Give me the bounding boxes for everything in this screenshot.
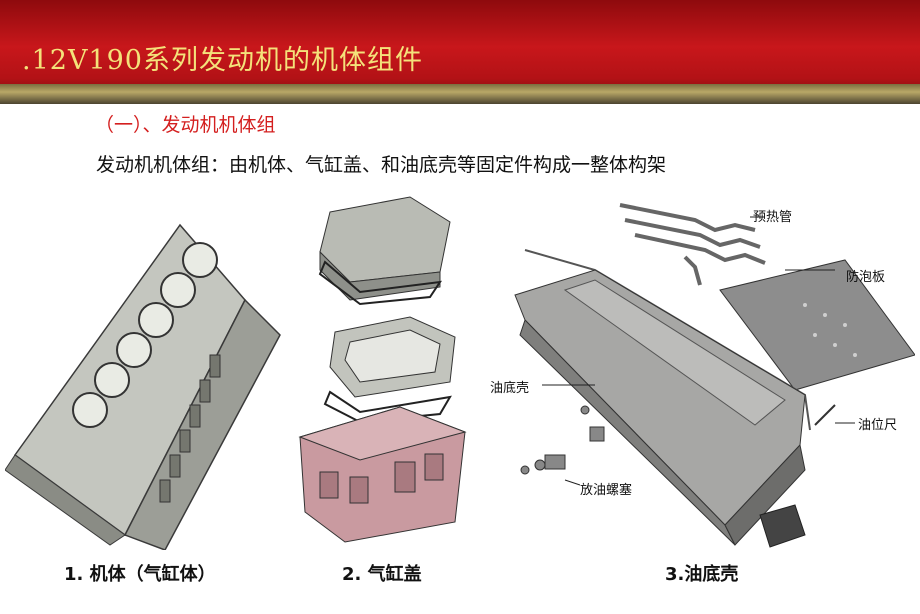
slide-title: .12V190系列发动机的机体组件 [22,45,423,76]
section-heading: （一）、发动机机体组 [95,114,276,136]
oil-pan-illustration [514,203,915,548]
caption-oil-pan: 3.油底壳 [665,564,739,585]
banner-strip [0,84,920,104]
engine-block-illustration [5,223,281,550]
drain-plug-label: 放油螺塞 [580,483,633,498]
caption-cylinder-head: 2. 气缸盖 [342,564,422,585]
cylinder-head-illustration [298,196,467,543]
dipstick-label: 油位尺 [858,418,898,433]
description-text: 发动机机体组：由机体、气缸盖、和油底壳等固定件构成一整体构架 [96,154,667,176]
anti-foam-plate-label: 防泡板 [846,270,886,285]
caption-engine-block: 1. 机体（气缸体） [64,564,216,585]
preheat-pipe-label: 预热管 [753,210,793,225]
oil-pan-label: 油底壳 [490,381,530,396]
